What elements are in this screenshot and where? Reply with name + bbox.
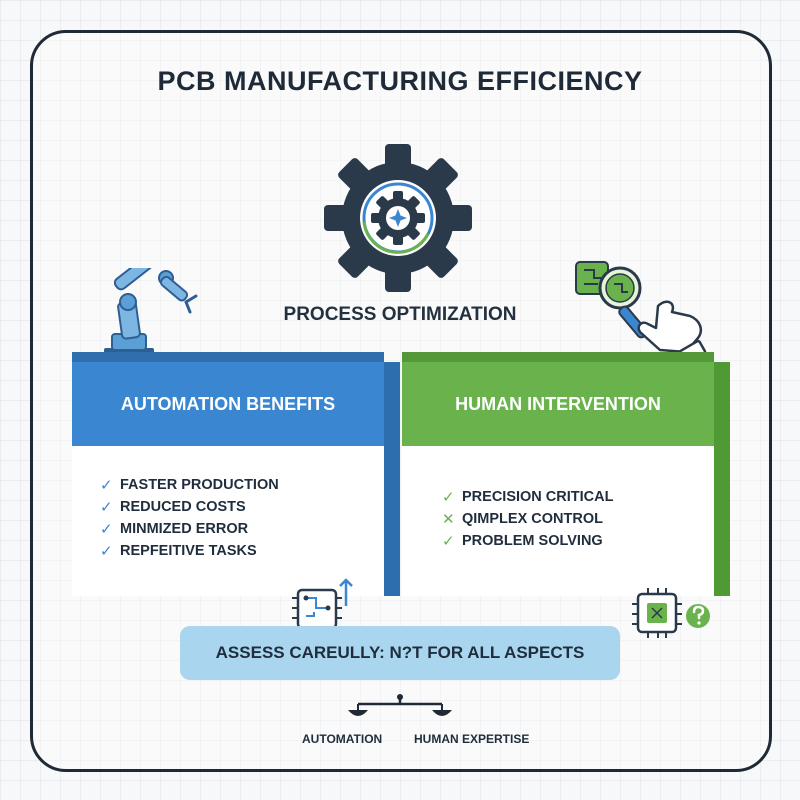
list-item-label: PRECISION CRITICAL bbox=[462, 489, 614, 505]
list-item: ✓ PROBLEM SOLVING bbox=[442, 530, 613, 552]
check-icon: ✓ bbox=[442, 533, 455, 550]
check-icon: ✓ bbox=[100, 499, 113, 516]
automation-legend-label: AUTOMATION bbox=[302, 732, 383, 746]
human-intervention-panel: HUMAN INTERVENTION ✓ PRECISION CRITICAL ✕… bbox=[402, 352, 730, 638]
panel-header-top bbox=[72, 352, 384, 364]
list-item: ✓ FASTER PRODUCTION bbox=[100, 474, 279, 496]
chip-question-icon bbox=[632, 588, 710, 638]
human-intervention-title: HUMAN INTERVENTION bbox=[402, 362, 714, 446]
list-item: ✓ REDUCED COSTS bbox=[100, 496, 279, 518]
check-icon: ✓ bbox=[442, 489, 455, 506]
list-item-label: FASTER PRODUCTION bbox=[120, 477, 279, 493]
panel-body: ✓ FASTER PRODUCTION ✓ REDUCED COSTS ✓ MINMI… bbox=[72, 446, 384, 630]
human-expertise-legend-label: HUMAN EXPERTISE bbox=[414, 732, 530, 746]
circuit-chip-icon bbox=[292, 578, 353, 630]
panel-header-top bbox=[402, 352, 714, 364]
automation-benefits-title: AUTOMATION BENEFITS bbox=[72, 362, 384, 446]
magnifier-hand-icon bbox=[575, 261, 707, 366]
list-item: ✕ QIMPLEX CONTROL bbox=[442, 508, 613, 530]
check-icon: ✓ bbox=[100, 543, 113, 560]
list-item: ✓ PRECISION CRITICAL bbox=[442, 486, 613, 508]
diagram-title: PCB MANUFACTURING EFFICIENCY bbox=[157, 66, 643, 96]
list-item-label: MINMIZED ERROR bbox=[120, 521, 249, 537]
check-icon: ✓ bbox=[100, 521, 113, 538]
balance-scale-icon bbox=[348, 694, 452, 716]
list-item-label: PROBLEM SOLVING bbox=[462, 533, 603, 549]
check-icon: ✓ bbox=[100, 477, 113, 494]
gear-icon bbox=[324, 144, 472, 292]
list-item-label: REDUCED COSTS bbox=[120, 499, 246, 515]
list-item-label: QIMPLEX CONTROL bbox=[462, 511, 603, 527]
list-item: ✓ REPFEITIVE TASKS bbox=[100, 540, 279, 562]
cross-icon: ✕ bbox=[442, 511, 455, 528]
automation-benefits-panel: AUTOMATION BENEFITS ✓ FASTER PRODUCTION ✓… bbox=[72, 352, 400, 630]
panel-body: ✓ PRECISION CRITICAL ✕ QIMPLEX CONTROL ✓ PR… bbox=[402, 446, 714, 638]
panel-side bbox=[384, 362, 400, 596]
panel-side bbox=[714, 362, 730, 596]
human-intervention-list: ✓ PRECISION CRITICAL ✕ QIMPLEX CONTROL ✓ PR… bbox=[442, 486, 613, 552]
list-item: ✓ MINMIZED ERROR bbox=[100, 518, 279, 540]
assess-carefully-banner: ASSESS CAREULLY: N?T FOR ALL ASPECTS bbox=[180, 626, 620, 680]
automation-benefits-list: ✓ FASTER PRODUCTION ✓ REDUCED COSTS ✓ MINMI… bbox=[100, 474, 279, 562]
list-item-label: REPFEITIVE TASKS bbox=[120, 543, 257, 559]
process-optimization-label: PROCESS OPTIMIZATION bbox=[283, 304, 517, 325]
